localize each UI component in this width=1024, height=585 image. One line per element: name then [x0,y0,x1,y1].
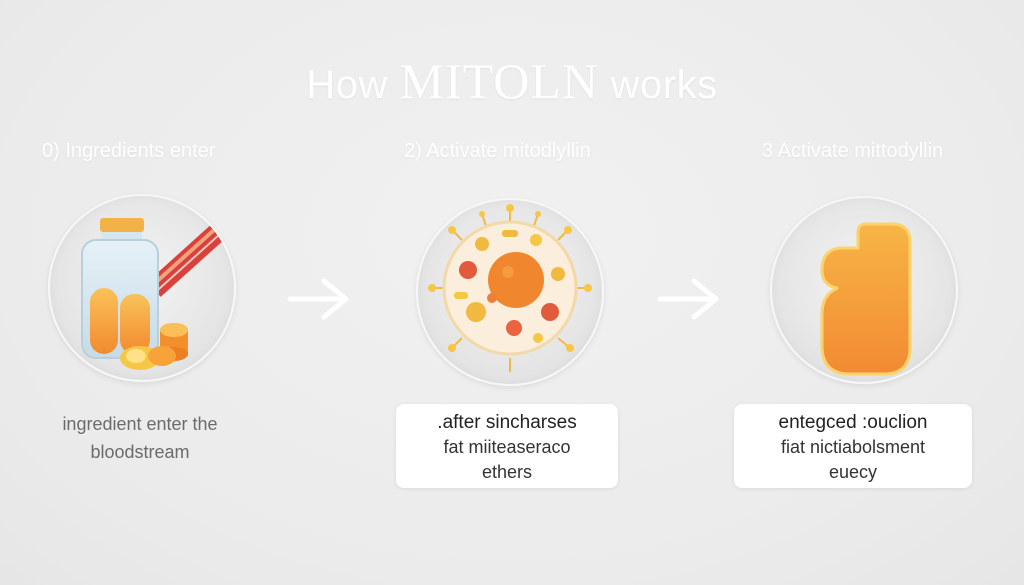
step-1-caption: ingredient enter the bloodstream [40,410,240,466]
step-1-label: 0) Ingredients enter [42,140,216,162]
arrow-right-icon [287,278,349,320]
step-1-caption-line-1: ingredient enter the [62,414,218,434]
supplement-bottle-icon [81,218,227,370]
arrow-right-icon [657,278,719,320]
step-3-image [770,196,958,384]
title-prefix: How [306,63,388,107]
step-3-caption-card: entegced :ouclion fiat nictiabolsment eu… [734,404,972,488]
step-2-caption-line-3: ethers [481,462,533,482]
step-3-caption-line-3: euecy [828,462,878,482]
step-2-caption-line-1: .after sincharses [437,412,577,433]
step-2-image [416,198,604,386]
step-2-label: 2) Activate mitodlyllin [404,140,591,162]
cell-icon [428,204,592,372]
step-2-caption-card: .after sincharses fat miiteaseraco ether… [396,404,618,488]
page-title: How MITOLN works [0,52,1024,110]
title-brand: MITOLN [399,53,600,109]
step-3-label: 3 Activate mittodyllin [762,140,944,162]
title-suffix: works [610,63,718,107]
fat-blob-icon [820,222,912,376]
step-3-caption-line-1: entegced :ouclion [778,412,928,433]
step-1-caption-line-2: bloodstream [90,442,190,462]
step-3-caption-line-2: fiat nictiabolsment [780,437,926,457]
step-1-image [48,194,236,382]
step-2-caption-line-2: fat miiteaseraco [443,437,571,457]
